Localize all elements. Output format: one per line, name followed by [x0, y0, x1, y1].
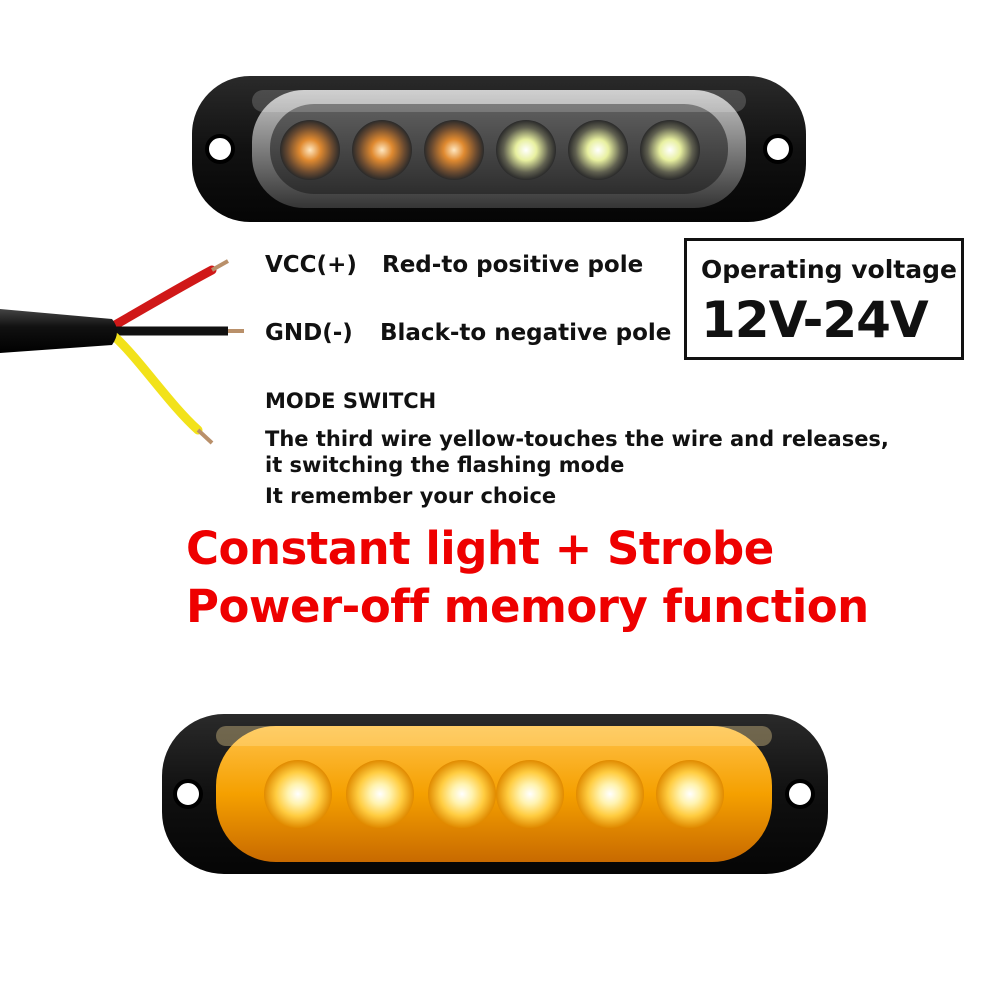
led-lit [346, 760, 414, 828]
vcc-description: Red-to positive pole [382, 252, 644, 278]
led-group-top [280, 120, 700, 180]
voltage-label: Operating voltage [701, 255, 957, 284]
voltage-value: 12V-24V [701, 291, 929, 349]
mount-hole-left [173, 779, 203, 809]
led-lit [264, 760, 332, 828]
yellow-wire [110, 332, 203, 435]
mode-line-3: It remember your choice [265, 484, 557, 508]
voltage-box: Operating voltage 12V-24V [684, 238, 964, 360]
led-group-bottom [264, 760, 724, 828]
mount-hole-right [785, 779, 815, 809]
red-wire [110, 265, 217, 330]
headline-memory: Power-off memory function [186, 580, 869, 633]
mount-hole-left [205, 134, 235, 164]
led-lit [576, 760, 644, 828]
cable-diagram [0, 259, 244, 445]
led-lit [496, 760, 564, 828]
led-white [496, 120, 556, 180]
led-lit [428, 760, 496, 828]
led-amber [424, 120, 484, 180]
mount-hole-right [763, 134, 793, 164]
light-bar-on [162, 714, 828, 874]
mode-line-2: it switching the flashing mode [265, 453, 625, 477]
led-white [640, 120, 700, 180]
cable-sheath [0, 309, 117, 353]
light-bar-off [192, 76, 806, 222]
led-white [568, 120, 628, 180]
gnd-description: Black-to negative pole [380, 320, 672, 346]
led-amber [280, 120, 340, 180]
mode-line-1: The third wire yellow-touches the wire a… [265, 427, 889, 451]
led-lit [656, 760, 724, 828]
mode-switch-title: MODE SWITCH [265, 389, 437, 413]
headline-constant-strobe: Constant light + Strobe [186, 522, 774, 575]
gnd-label: GND(-) [265, 320, 353, 346]
led-amber [352, 120, 412, 180]
vcc-label: VCC(+) [265, 252, 357, 278]
